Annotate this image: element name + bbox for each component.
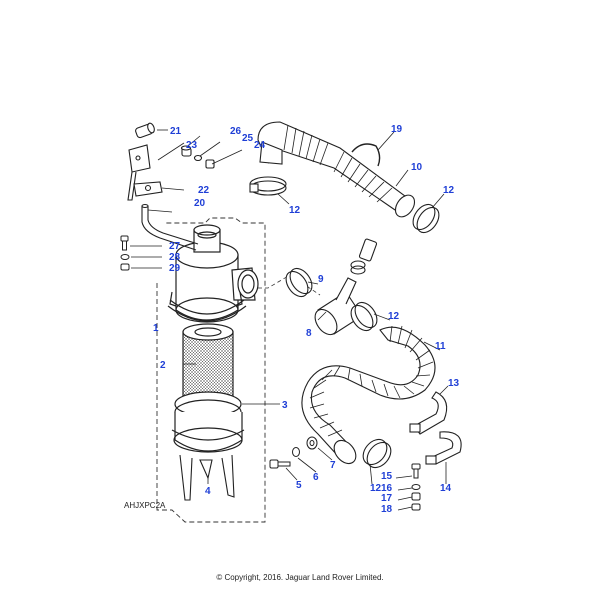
callout-20: 20	[194, 198, 206, 209]
callout-11: 11	[435, 341, 446, 352]
hose-clamp-12-c	[350, 301, 378, 332]
bolt-15	[411, 463, 421, 479]
callout-8: 8	[306, 328, 312, 339]
bolt-27	[120, 235, 129, 251]
callout-12-b: 12	[289, 205, 301, 216]
copyright-notice: © Copyright, 2016. Jaguar Land Rover Lim…	[216, 573, 384, 582]
callout-17: 17	[381, 493, 393, 504]
rubber-mount-26	[180, 145, 192, 157]
bolt-5	[269, 459, 291, 469]
washer-16	[411, 484, 421, 490]
breather-pipe	[141, 203, 199, 251]
hose-11-end	[333, 439, 357, 465]
bracket-22	[133, 181, 163, 197]
hose-11-ribs	[309, 325, 434, 437]
callout-28: 28	[169, 252, 181, 263]
callout-16: 16	[381, 483, 393, 494]
callout-22: 22	[198, 185, 210, 196]
callout-18: 18	[381, 504, 393, 515]
nut-18	[411, 503, 421, 511]
hose-clamp-9	[285, 267, 313, 298]
hose-10	[257, 121, 416, 218]
callout-27: 27	[169, 241, 181, 252]
callout-5: 5	[296, 480, 302, 491]
callouts: 21 26 25 23 24 22 20 27 28 29 1 2 3 4 5 …	[153, 124, 460, 515]
callout-14: 14	[440, 483, 452, 494]
dump-valve	[179, 454, 235, 501]
callout-1: 1	[153, 323, 159, 334]
small-hose-elbow	[350, 238, 378, 275]
callout-9: 9	[318, 274, 324, 285]
washer-6	[292, 447, 300, 457]
hose-clamp-12-a	[249, 176, 287, 196]
dust-bowl	[171, 391, 245, 453]
callout-26: 26	[230, 126, 242, 137]
adaptor-8	[314, 277, 363, 336]
callout-12-c: 12	[388, 311, 400, 322]
spacer-7	[306, 436, 318, 450]
callout-3: 3	[282, 400, 288, 411]
washer-25	[193, 154, 203, 162]
washer-28	[120, 254, 130, 260]
air-cleaner-housing	[167, 224, 259, 323]
hose-10-ribs	[283, 124, 393, 203]
callout-12-d: 12	[370, 483, 382, 494]
callout-24: 24	[254, 140, 266, 151]
hose-clamp-12-d	[362, 438, 392, 469]
hose-11	[301, 326, 436, 457]
callout-4: 4	[205, 486, 211, 497]
callout-23: 23	[186, 140, 198, 151]
callout-2: 2	[160, 360, 166, 371]
callout-6: 6	[313, 472, 319, 483]
hose-clamp-12-b	[412, 203, 440, 234]
callout-25: 25	[242, 133, 254, 144]
callout-15: 15	[381, 471, 393, 482]
support-bracket-13	[409, 391, 448, 435]
reference-code: AHJXPC2A	[124, 501, 166, 510]
callout-12-a: 12	[443, 185, 455, 196]
support-bracket-14	[425, 431, 462, 465]
callout-10: 10	[411, 162, 423, 173]
spacer-17	[411, 492, 421, 501]
callout-21: 21	[170, 126, 182, 137]
callout-29: 29	[169, 263, 181, 274]
clip-19	[351, 143, 381, 167]
connection-line-outlet	[258, 274, 321, 296]
nut-29	[120, 263, 130, 271]
leader-lines	[130, 129, 449, 511]
hose-clip-21	[135, 122, 155, 139]
nut-24	[205, 159, 215, 169]
callout-19: 19	[391, 124, 403, 135]
callout-7: 7	[330, 460, 336, 471]
callout-13: 13	[448, 378, 460, 389]
assembly-outline	[156, 217, 266, 523]
